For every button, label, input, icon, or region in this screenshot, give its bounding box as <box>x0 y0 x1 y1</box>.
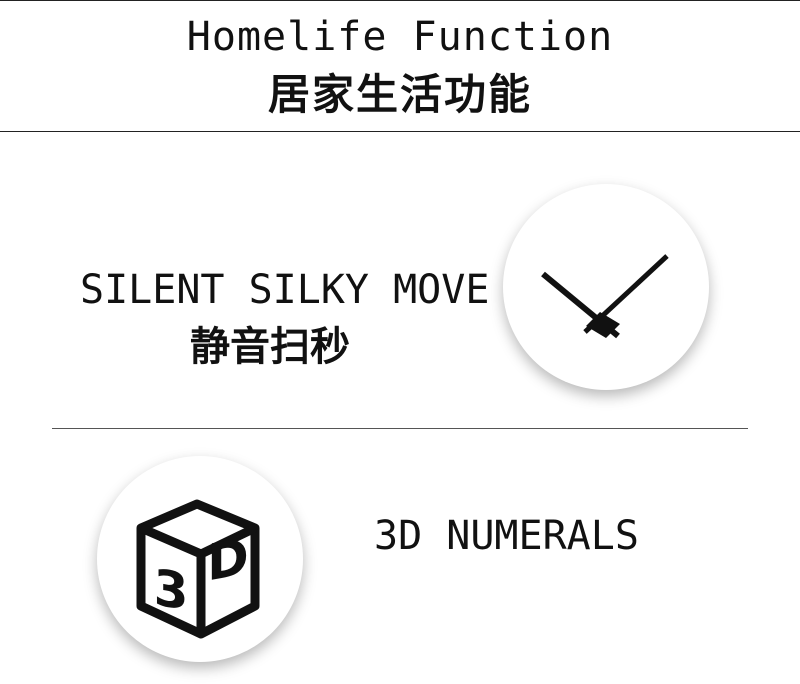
3d-cube-icon: 3 D <box>136 499 260 639</box>
cube-label-3: 3 <box>154 557 189 622</box>
clock-icon-circle <box>503 184 709 390</box>
header-banner: Homelife Function 居家生活功能 <box>0 0 800 132</box>
feature-title-zh: 静音扫秒 <box>190 324 350 370</box>
3d-icon-circle: 3 D <box>97 456 303 662</box>
section-divider <box>52 428 748 429</box>
clock-hands-icon <box>541 254 669 339</box>
header-title-en: Homelife Function <box>186 14 614 60</box>
feature-title-en: 3D NUMERALS <box>374 513 639 559</box>
cube-label-d: D <box>207 527 249 593</box>
feature-title-en: SILENT SILKY MOVE <box>80 267 490 313</box>
header-title-zh: 居家生活功能 <box>267 70 532 119</box>
